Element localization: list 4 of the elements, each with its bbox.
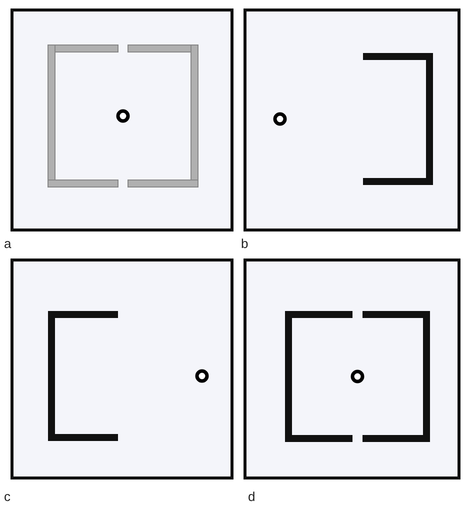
panel-label: a [4, 237, 12, 251]
panel-label: d [248, 490, 256, 504]
panel-label: c [4, 490, 10, 504]
panel-label: b [241, 237, 248, 251]
